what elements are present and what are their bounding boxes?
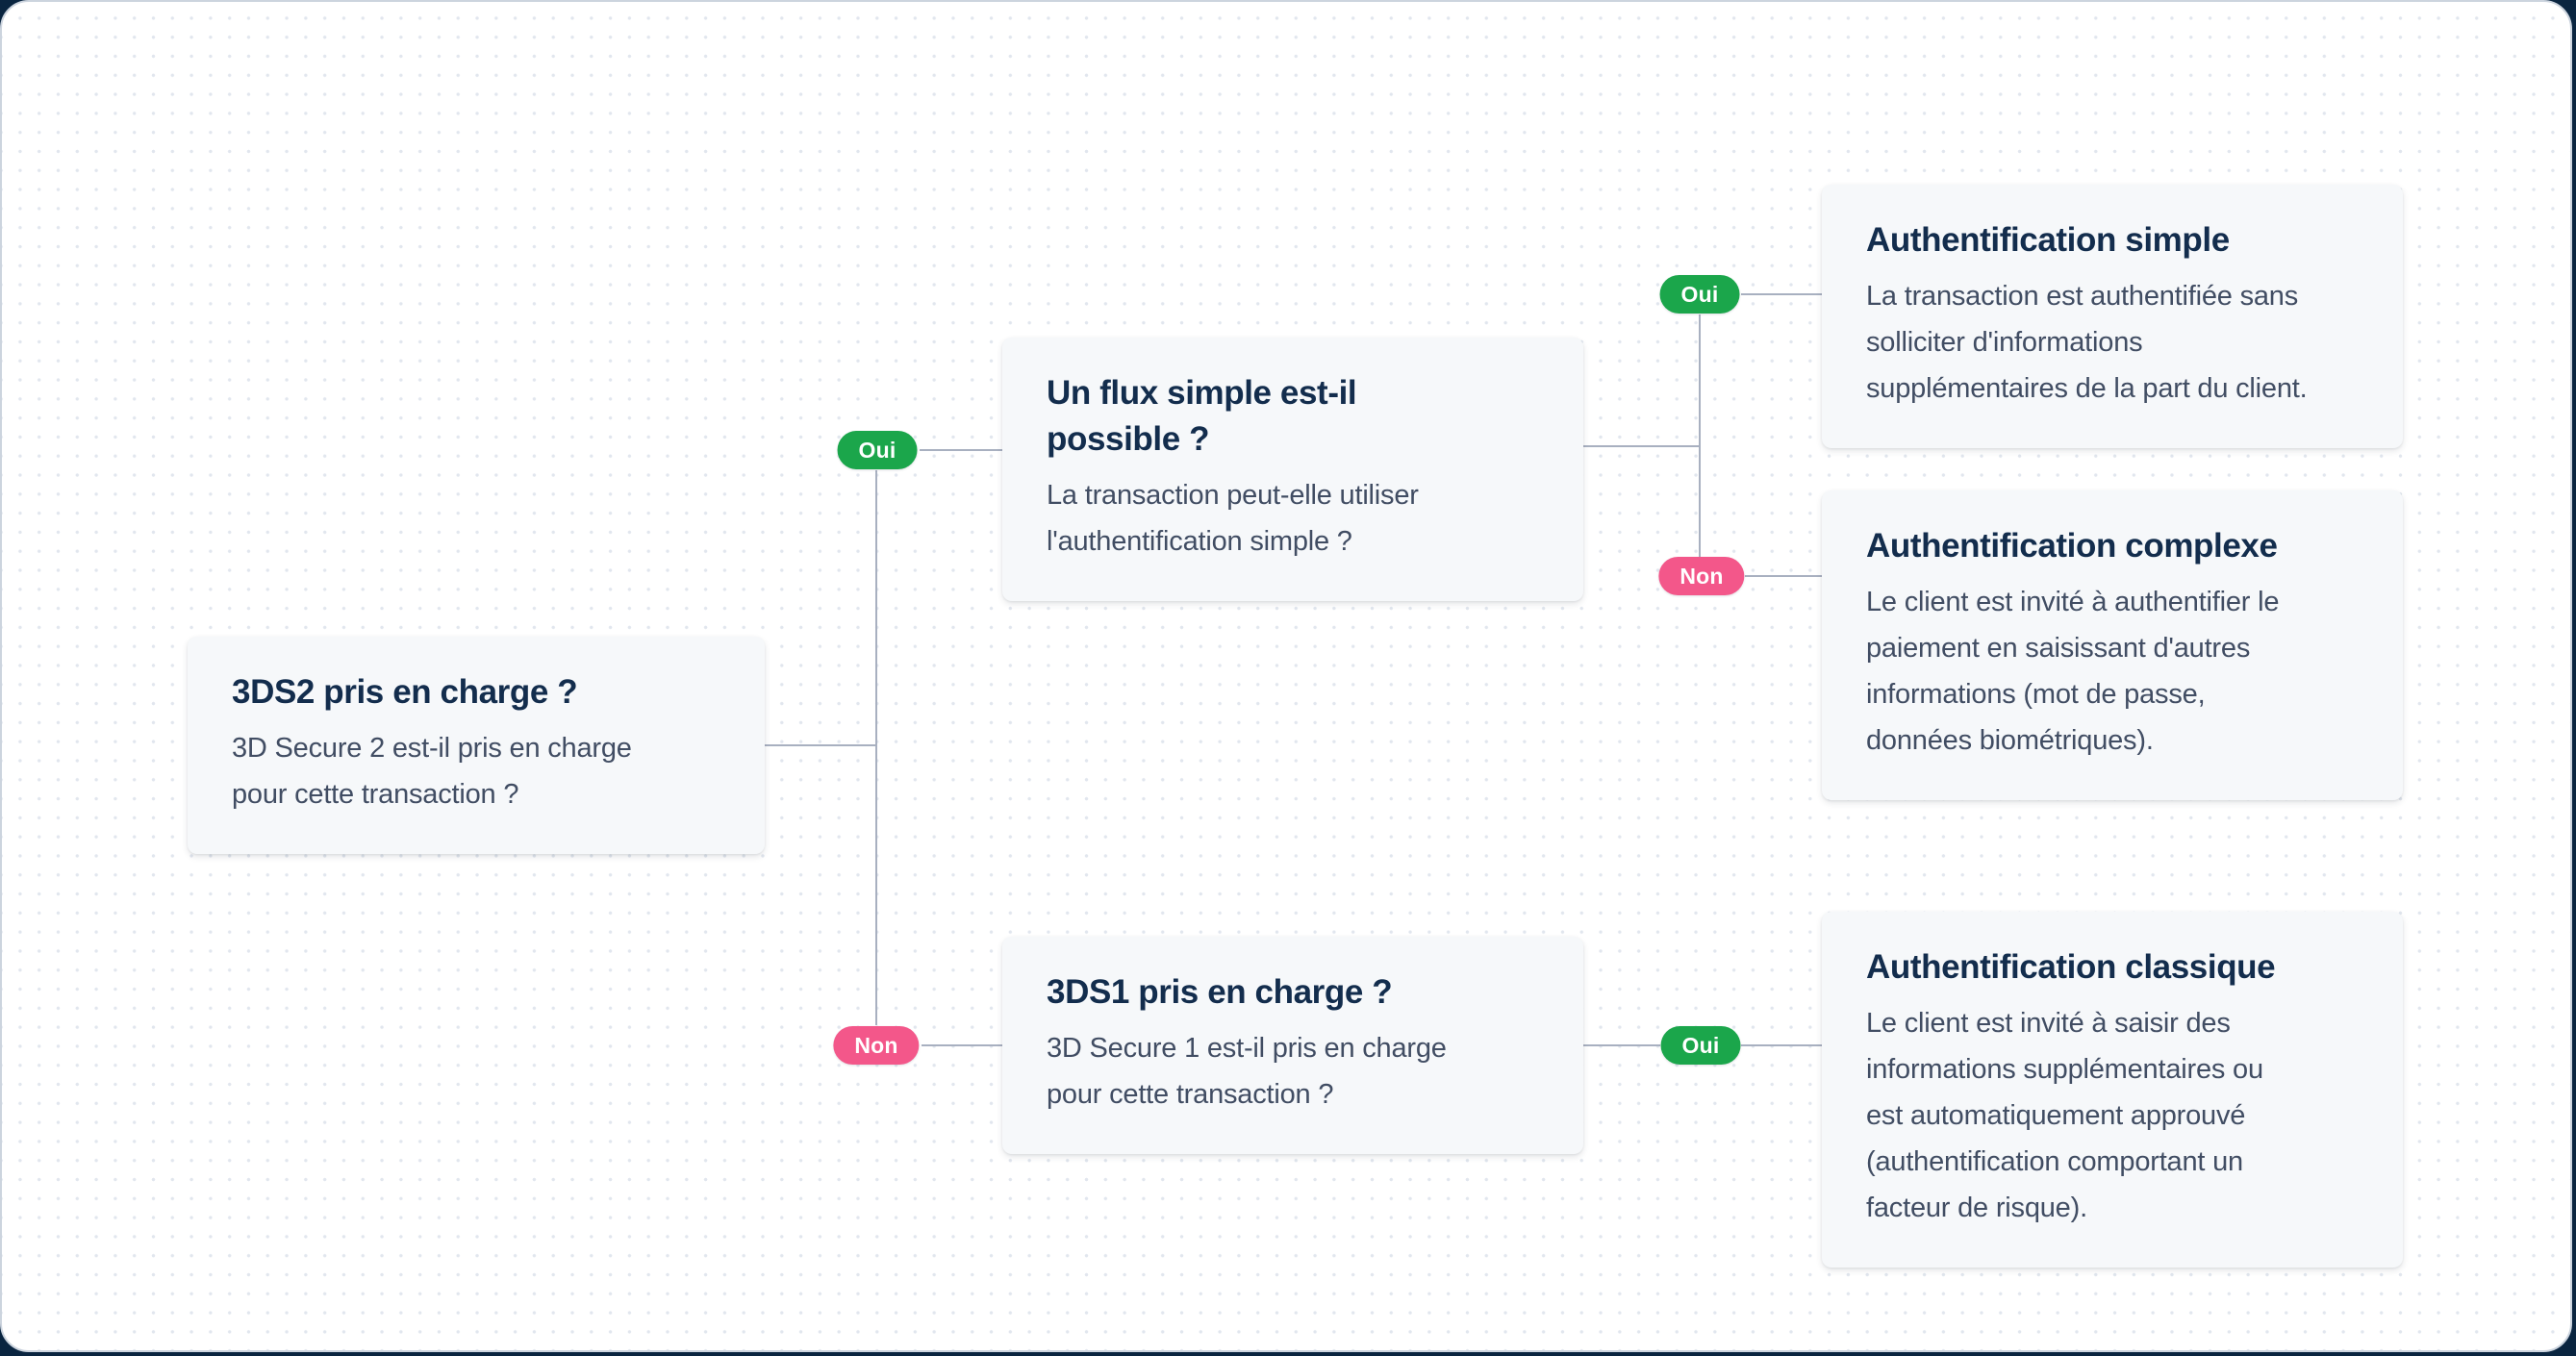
node-body: Le client est invité à saisir des inform… <box>1866 1008 2263 1223</box>
node-3ds1-supported: 3DS1 pris en charge ? 3D Secure 1 est-il… <box>1002 937 1583 1154</box>
connector-3ds2-to-branch <box>761 744 876 746</box>
node-body: La transaction est authentifiée sans sol… <box>1866 281 2308 404</box>
node-title: Authentification classique <box>1866 948 2276 986</box>
edge-label-oui-lower-right: Oui <box>1660 1026 1741 1065</box>
connector-non-to-3ds1 <box>922 1044 1002 1046</box>
edge-label-oui-left: Oui <box>837 431 918 469</box>
node-title: 3DS2 pris en charge ? <box>232 673 578 711</box>
node-title: Un flux simple est-il possible ? <box>1047 374 1357 458</box>
connector-branch-vertical-right <box>1699 314 1701 557</box>
connector-oui-to-auth-simple <box>1741 293 1822 295</box>
connector-non-to-auth-complexe <box>1745 575 1822 577</box>
node-title: Authentification simple <box>1866 221 2230 259</box>
node-body: La transaction peut-elle utiliser l'auth… <box>1047 480 1419 557</box>
node-3ds2-supported: 3DS2 pris en charge ? 3D Secure 2 est-il… <box>188 637 765 854</box>
node-body: Le client est invité à authentifier le p… <box>1866 587 2280 756</box>
node-simple-flow-possible: Un flux simple est-il possible ? La tran… <box>1002 338 1583 601</box>
edge-label-oui-upper-right: Oui <box>1659 275 1740 314</box>
connector-branch-vertical-left <box>875 470 877 1025</box>
node-body: 3D Secure 1 est-il pris en charge pour c… <box>1047 1033 1447 1110</box>
node-title: 3DS1 pris en charge ? <box>1047 973 1393 1011</box>
edge-label-non-left: Non <box>833 1026 920 1065</box>
connector-3ds1-to-oui <box>1583 1044 1660 1046</box>
connector-oui-to-flux-simple <box>920 449 1002 451</box>
node-auth-classique: Authentification classique Le client est… <box>1822 912 2403 1268</box>
node-body: 3D Secure 2 est-il pris en charge pour c… <box>232 733 632 810</box>
node-auth-simple: Authentification simple La transaction e… <box>1822 185 2403 448</box>
connector-oui-to-auth-classique <box>1741 1044 1822 1046</box>
connector-flux-simple-to-branch <box>1583 445 1701 447</box>
node-title: Authentification complexe <box>1866 527 2278 565</box>
edge-label-non-upper-right: Non <box>1658 557 1745 595</box>
node-auth-complexe: Authentification complexe Le client est … <box>1822 490 2403 800</box>
